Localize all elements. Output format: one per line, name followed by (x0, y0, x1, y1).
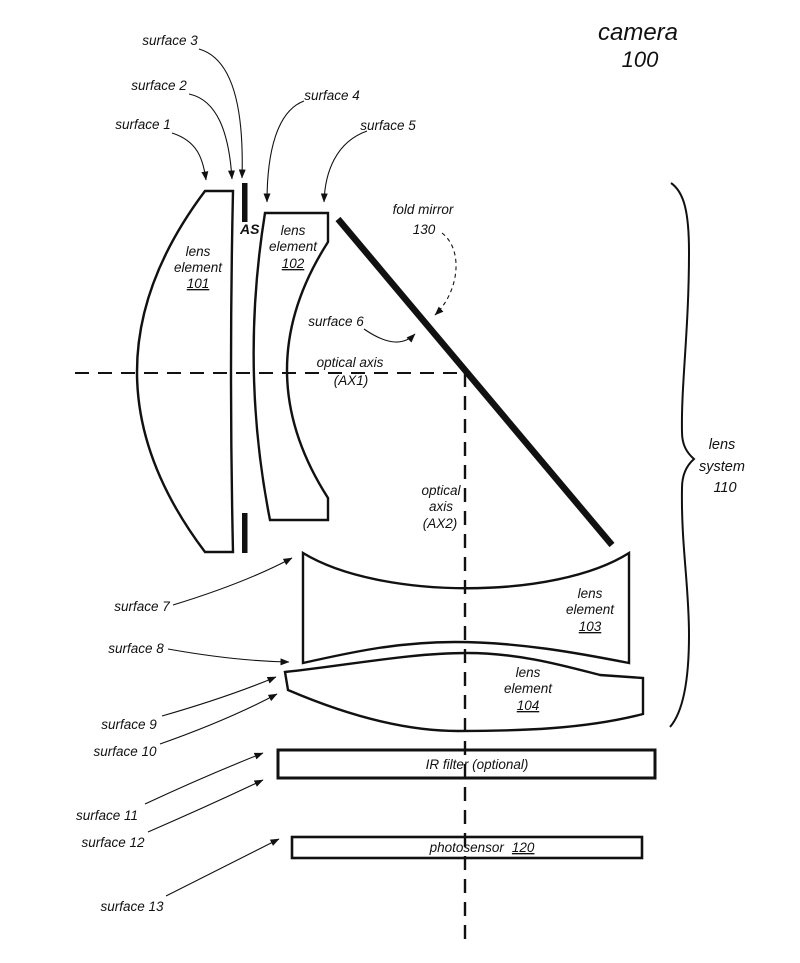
surface-13-label: surface 13 (100, 899, 164, 914)
lens-101-label-line1: lens (186, 244, 211, 259)
surface-12-label: surface 12 (81, 835, 145, 850)
surface-4-leader (263, 100, 305, 203)
axis-ax2-label-line2: axis (429, 499, 453, 514)
surface-3-leader (198, 48, 246, 179)
surface-9-label: surface 9 (101, 717, 157, 732)
lens-102-label-line2: element (269, 239, 318, 254)
surface-1-label: surface 1 (115, 117, 171, 132)
lens-102-ref-number: 102 (282, 256, 305, 271)
surface-5-label: surface 5 (360, 118, 416, 133)
surface-2-label: surface 2 (131, 78, 187, 93)
figure-title: camera (598, 19, 678, 46)
lens-103-label-line1: lens (578, 586, 603, 601)
lens-102-outline (252, 211, 330, 522)
surface-8-leader (167, 648, 290, 666)
lens-system-label-line1: lens (709, 437, 736, 453)
surface-7-leader (172, 557, 293, 606)
surface-10-label: surface 10 (93, 744, 157, 759)
lens-104-outline (283, 651, 645, 733)
photosensor-box (290, 835, 644, 860)
lens-system-label-line2: system (699, 459, 745, 475)
lens-104-ref-number: 104 (517, 698, 540, 713)
lens-101-ref-number: 101 (187, 276, 210, 291)
surface-8-label: surface 8 (108, 641, 164, 656)
surface-3-label: surface 3 (142, 33, 198, 48)
surface-5-leader (320, 130, 368, 203)
axis-ax1-label-line1: optical axis (317, 355, 384, 370)
fold-mirror-line (335, 216, 615, 548)
fold-mirror-label: fold mirror (393, 202, 454, 217)
lens-104-label-line2: element (504, 681, 553, 696)
ir-filter-label: IR filter (optional) (426, 757, 529, 772)
lens-system-ref-number: 110 (713, 480, 736, 496)
aperture-stop-label: AS (239, 221, 260, 237)
fold-mirror-ref-number: 130 (413, 222, 436, 237)
axis-ax1-label-line2: (AX1) (334, 373, 369, 388)
surface-6-leader (363, 328, 416, 343)
surface-4-label: surface 4 (304, 88, 360, 103)
lens-system-brace (669, 182, 696, 728)
figure-title-number: 100 (622, 47, 659, 72)
surface-7-label: surface 7 (114, 599, 170, 614)
ir-filter-box (276, 748, 657, 780)
lens-102-label-line1: lens (281, 223, 306, 238)
lens-103-ref-number: 103 (579, 619, 602, 634)
surface-9-leader (161, 676, 277, 717)
lens-104-label-line1: lens (516, 665, 541, 680)
axis-ax2-label-line1: optical (421, 483, 461, 498)
surface-13-leader (165, 838, 280, 897)
surface-11-label: surface 11 (76, 808, 138, 823)
surface-2-leader (188, 93, 235, 180)
surface-11-leader (144, 752, 264, 805)
surface-12-leader (147, 779, 264, 833)
lens-103-label-line2: element (566, 602, 615, 617)
fold-mirror-leader (434, 232, 457, 316)
lens-101-outline (135, 189, 235, 554)
lens-101-label-line2: element (174, 260, 223, 275)
surface-10-leader (159, 693, 278, 745)
lens-103-outline (301, 550, 631, 665)
aperture-stop-top-bar (242, 183, 248, 222)
axis-ax2-label-line3: (AX2) (423, 516, 458, 531)
surface-1-leader (171, 132, 209, 181)
aperture-stop-bottom-bar (242, 513, 248, 553)
surface-6-label: surface 6 (308, 314, 364, 329)
